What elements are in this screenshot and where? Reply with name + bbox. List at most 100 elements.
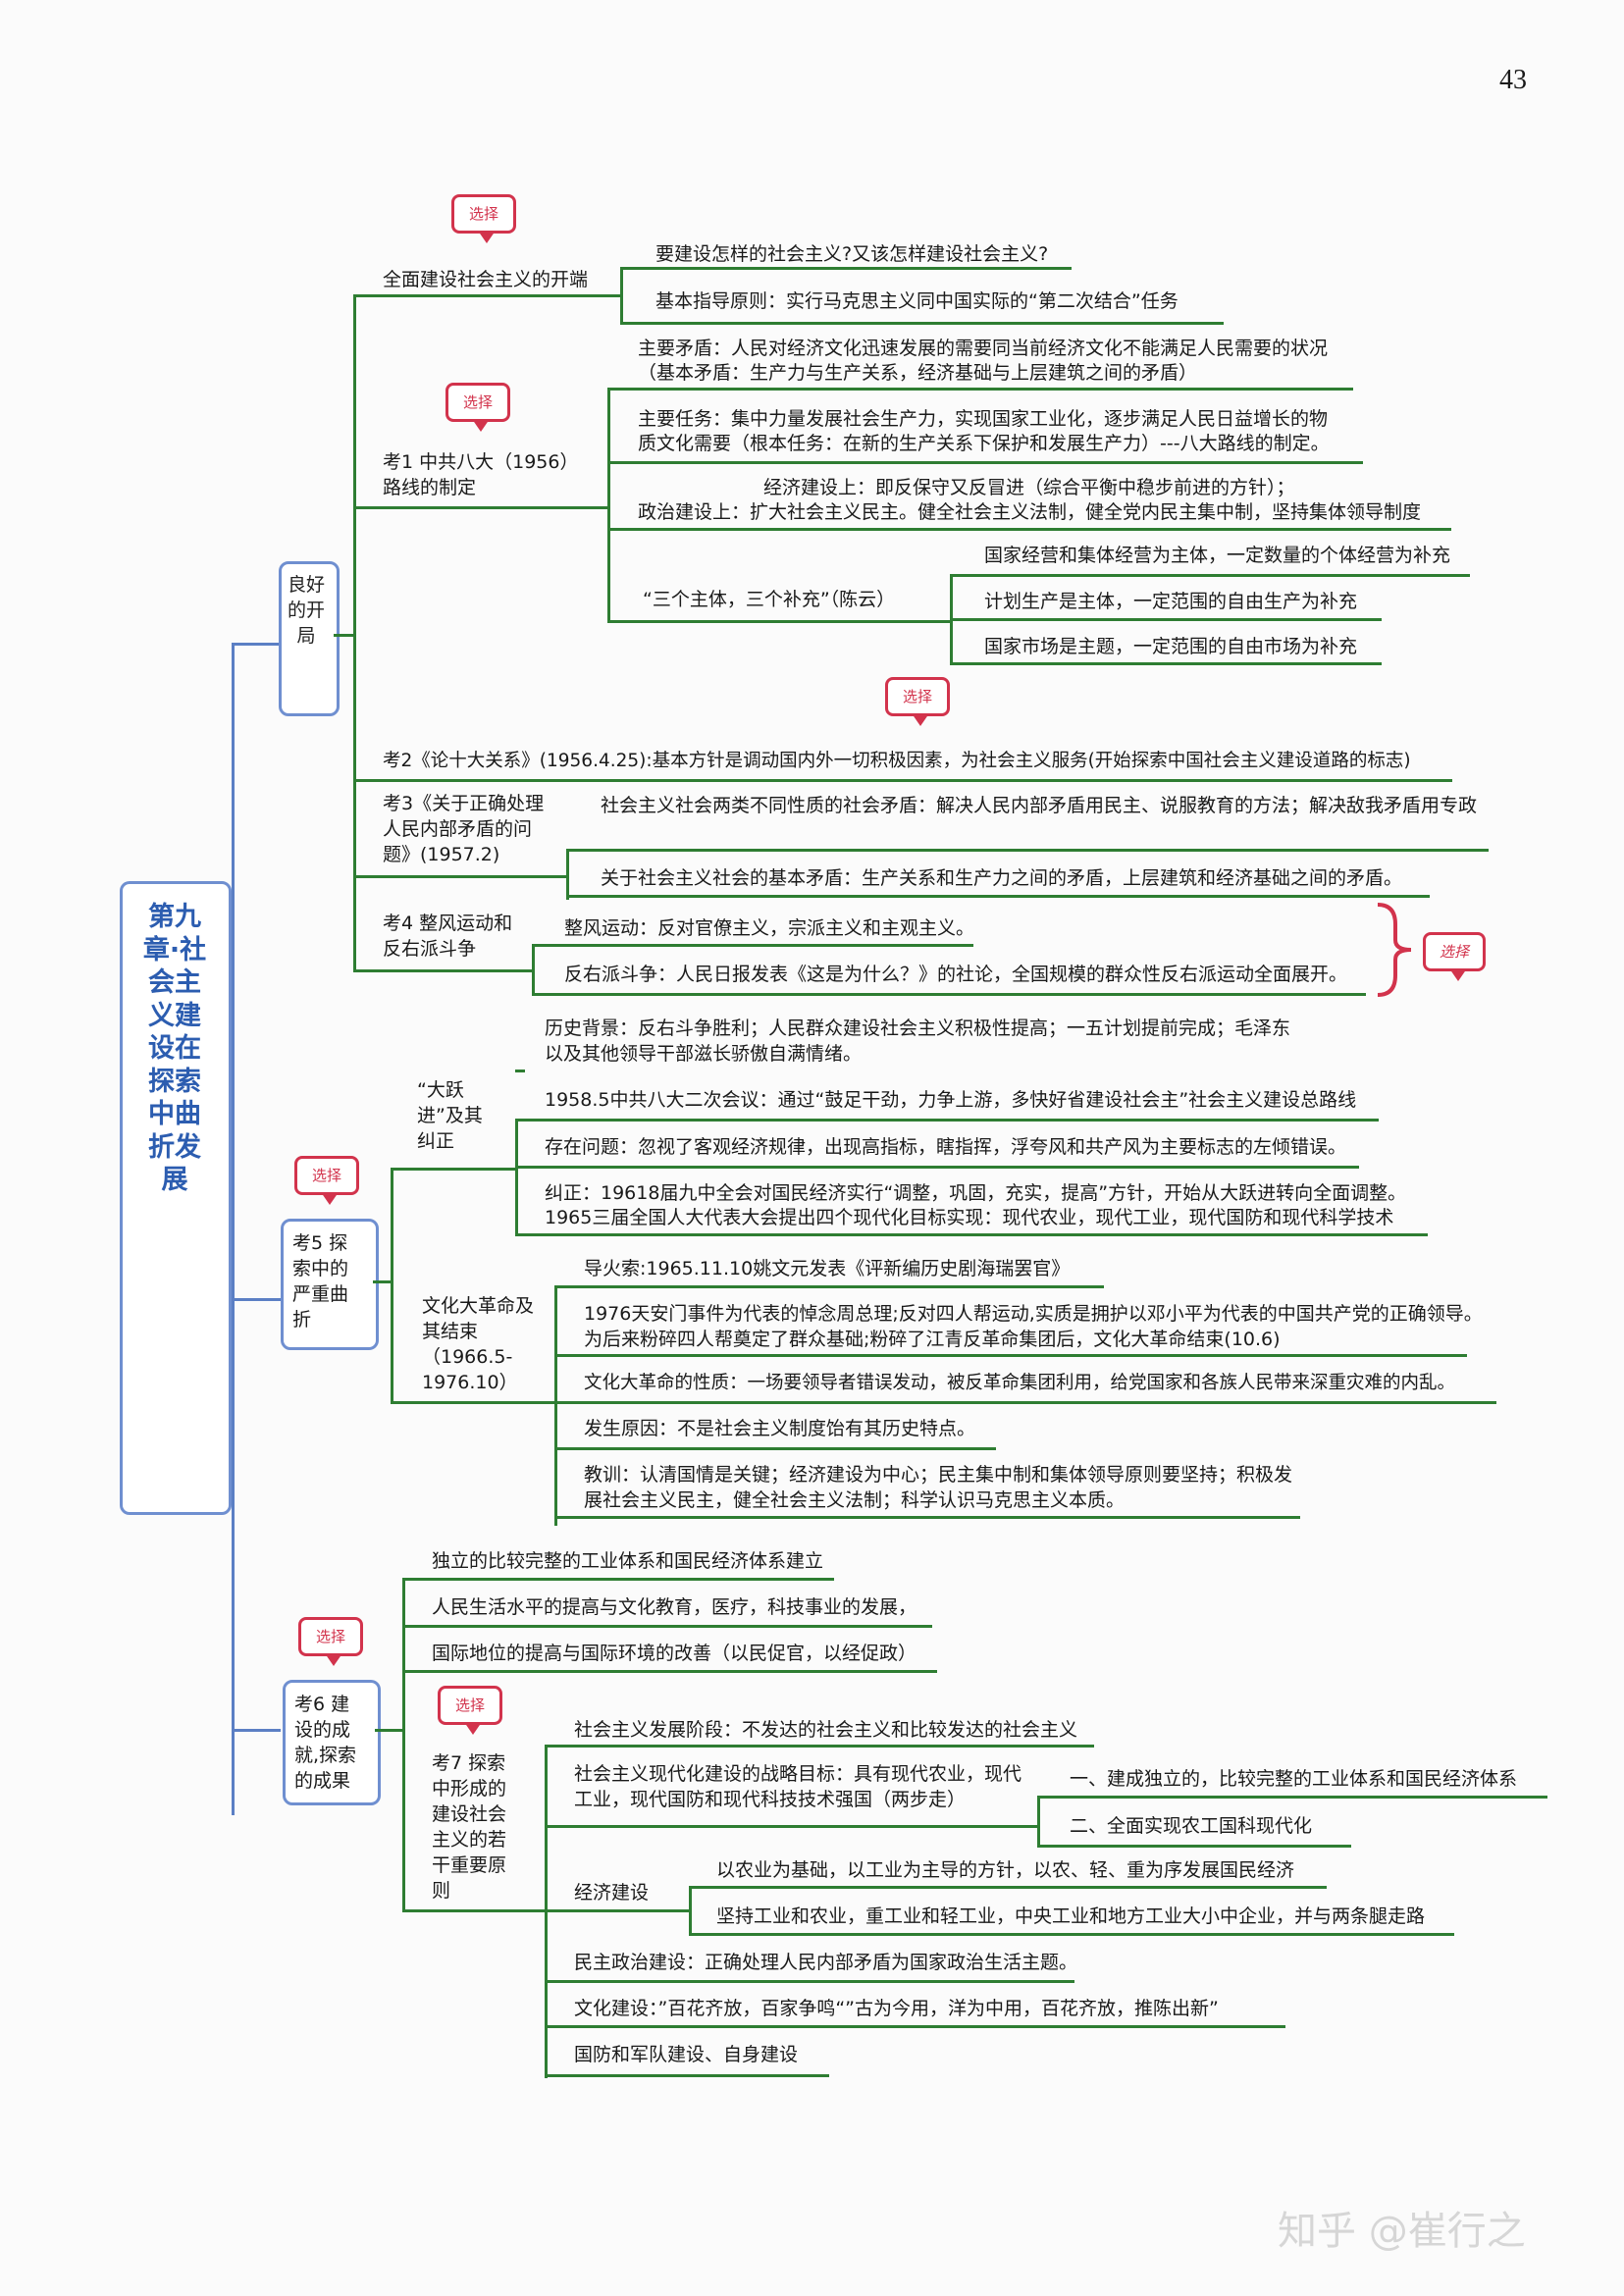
b1-s2-c4-line — [950, 662, 1382, 665]
link-branch3 — [232, 1729, 281, 1732]
b1-s5-item: 反右派斗争：人民日报发表《这是为什么？》的社论，全国规模的群众性反右派运动全面展… — [564, 964, 1348, 985]
page-number: 43 — [1499, 65, 1527, 95]
b3-line — [402, 1625, 932, 1628]
b2-s1-line — [515, 1070, 525, 1072]
chapter-box — [120, 881, 232, 1515]
chapter-title: 第九章·社会主义建设在探索中曲折发展 — [142, 902, 207, 1195]
b2-s1-item: 1958.5中共八大二次会议：通过“鼓足干劲，力争上游，多快好省建设社会主”社会… — [545, 1089, 1357, 1111]
b2-s2-item: 1976天安门事件为代表的悼念周总理;反对四人帮运动,实质是拥护以邓小平为代表的… — [584, 1303, 1483, 1350]
b2-s2-line — [554, 1516, 1300, 1519]
b1-s2-c4-title: “三个主体，三个补充”（陈云） — [643, 589, 896, 610]
b2-s2-line — [554, 1285, 1104, 1288]
branch2-box — [281, 1219, 379, 1350]
b1-s3: 考2《论十大关系》(1956.4.25):基本方针是调动国内外一切积极因素，为社… — [383, 751, 1411, 771]
b1-s2-c4-line — [950, 574, 1470, 577]
b3-s7-line — [545, 1980, 1074, 1983]
b3-s7-item: 国防和军队建设、自身建设 — [574, 2044, 799, 2065]
b1-s1-bracket — [620, 267, 623, 324]
b3-s7-line — [545, 1745, 1094, 1748]
b3-s7-underline — [402, 1909, 548, 1912]
link-branch2 — [232, 1298, 281, 1301]
b3-item: 独立的比较完整的工业体系和国民经济体系建立 — [432, 1550, 824, 1572]
b3-s7-title: 考7 探索中形成的建设社会主义的若干重要原则 — [432, 1752, 507, 1902]
choice-tag: 选择 — [451, 194, 516, 243]
b1-s5-underline — [353, 969, 535, 972]
b2-s2-title: 文化大革命及其结束（1966.5-1976.10） — [422, 1295, 535, 1393]
b1-s4-line — [566, 895, 1430, 898]
b1-s2-line — [607, 388, 1353, 391]
b2-s1-title: “大跃进”及其纠正 — [417, 1079, 483, 1152]
b1-s2-c4-item: 国家经营和集体经营为主体，一定数量的个体经营为补充 — [984, 545, 1451, 566]
b3-s7-goal-line — [1037, 1796, 1547, 1799]
chapter-trunk-line — [232, 643, 235, 1815]
b2-s1-item: 存在问题：忽视了客观经济规律，出现高指标，瞎指挥，浮夸风和共产风为主要标志的左倾… — [545, 1136, 1347, 1158]
b1-s1-underline — [353, 294, 623, 297]
b2-s1-bracket — [515, 1119, 518, 1234]
link-branch1 — [232, 643, 281, 646]
b2-s2-item: 教训：认清国情是关键；经济建设为中心；民主集中制和集体领导原则要坚持；积极发展社… — [584, 1464, 1293, 1511]
b2-s2-line — [554, 1354, 1467, 1357]
b2-s1-line — [515, 1233, 1428, 1236]
branch1-box — [279, 561, 340, 716]
b1-s2-underline — [353, 506, 610, 509]
b2-s2-item: 文化大革命的性质：一场要领导者错误发动，被反革命集团利用，给党国家和各族人民带来… — [584, 1373, 1456, 1393]
b1-s4-title: 考3《关于正确处理人民内部矛盾的问题》(1957.2) — [383, 793, 545, 865]
b2-s2-underline — [391, 1401, 557, 1404]
choice-tag: 选择 — [885, 677, 950, 726]
b1-s2-c3: 经济建设上：即反保守又反冒进（综合平衡中稳步前进的方针）； — [763, 477, 1295, 498]
b3-trunk — [402, 1578, 405, 1911]
b2-s1-line — [515, 1166, 1359, 1169]
b3-s7-goal-bracket — [1037, 1796, 1040, 1847]
choice-tag: 选择 — [438, 1686, 502, 1735]
b1-s3-underline — [353, 779, 1452, 782]
watermark: 知乎 @崔行之 — [1278, 2209, 1526, 2254]
b1-s1-line — [620, 322, 1224, 325]
b2-connector — [373, 1280, 393, 1283]
choice-tag: 选择 — [445, 383, 510, 432]
branch2-title: 考5 探索中的严重曲折 — [292, 1232, 349, 1331]
b2-s2-line — [554, 1447, 996, 1450]
b1-s2-c3: 政治建设上：扩大社会主义民主。健全社会主义法制，健全党内民主集中制，坚持集体领导… — [638, 501, 1422, 523]
b1-s2-c4-underline — [607, 620, 953, 623]
b1-s5-item: 整风运动：反对官僚主义，宗派主义和主观主义。 — [564, 917, 975, 939]
b3-s7-item: 文化建设：”百花齐放，百家争鸣“”古为今用，洋为中用，百花齐放，推陈出新” — [574, 1998, 1219, 2019]
b1-s2-c1: （基本矛盾：生产力与生产关系，经济基础与上层建筑之间的矛盾） — [638, 362, 1198, 384]
b3-s7-goal-sub: 二、全面实现农工国科现代化 — [1070, 1815, 1313, 1837]
b1-s2-c1: 主要矛盾：人民对经济文化迅速发展的需要同当前经济文化不能满足人民需要的状况 — [638, 338, 1329, 359]
b1-s4-underline — [353, 875, 569, 878]
b2-s1-item: 1965三届全国人大代表大会提出四个现代化目标实现：现代农业，现代工业，现代国防… — [545, 1207, 1394, 1228]
b3-s7-line — [545, 1909, 692, 1912]
b1-s4-item: 社会主义社会两类不同性质的社会矛盾：解决人民内部矛盾用民主、说服教育的方法；解决… — [601, 795, 1478, 816]
b1-s2-c2: 主要任务：集中力量发展社会生产力，实现国家工业化，逐步满足人民日益增长的物 — [638, 408, 1329, 430]
b1-s5-title: 考4 整风运动和反右派斗争 — [383, 913, 513, 960]
b3-s7-line — [545, 2025, 1285, 2028]
b1-s2-line — [607, 528, 1451, 531]
b3-s7-goal-line — [1037, 1845, 1351, 1848]
b2-s1-item: 纠正：19618届九中全会对国民经济实行“调整，巩固，充实，提高”方针，开始从大… — [545, 1182, 1407, 1204]
branch3-title: 考6 建设的成就,探索的成果 — [294, 1694, 357, 1792]
b1-trunk — [353, 294, 356, 971]
b1-s5-bracket — [532, 944, 535, 995]
b1-connector — [334, 634, 355, 637]
b3-s7-stage: 社会主义发展阶段：不发达的社会主义和比较发达的社会主义 — [574, 1719, 1078, 1741]
b1-s2-c4-line — [950, 618, 1382, 621]
b1-s2-title: 考1 中共八大（1956）路线的制定 — [383, 451, 579, 498]
b1-s2-line — [607, 461, 1363, 464]
choice-tag: 选择 — [294, 1156, 359, 1205]
b3-line — [402, 1578, 834, 1581]
b3-s7-item: 民主政治建设：正确处理人民内部矛盾为国家政治生活主题。 — [574, 1952, 1078, 1973]
b1-s5-line — [532, 944, 973, 947]
b3-line — [402, 1670, 937, 1673]
b1-s1-line — [620, 267, 1072, 270]
b2-s1-item: 历史背景：反右斗争胜利；人民群众建设社会主义积极性提高；一五计划提前完成；毛泽东… — [545, 1018, 1291, 1065]
red-brace-icon — [1377, 903, 1412, 997]
b2-s2-line — [554, 1401, 1496, 1404]
b1-s2-c2: 质文化需要（根本任务：在新的生产关系下保护和发展生产力）---八大路线的制定。 — [638, 433, 1330, 454]
b2-s1-underline — [391, 1168, 518, 1171]
b2-s2-item: 导火索:1965.11.10姚文元发表《评新编历史剧海瑞罢官》 — [584, 1258, 1071, 1279]
b3-s7-econ-sub: 以农业为基础，以工业为主导的方针，以农、轻、重为序发展国民经济 — [716, 1859, 1295, 1881]
b1-s2-bracket — [607, 388, 610, 623]
b1-s1-title: 全面建设社会主义的开端 — [383, 269, 589, 290]
b3-item: 人民生活水平的提高与文化教育，医疗，科技事业的发展， — [432, 1596, 917, 1618]
b3-item: 国际地位的提高与国际环境的改善（以民促官，以经促政） — [432, 1643, 917, 1664]
